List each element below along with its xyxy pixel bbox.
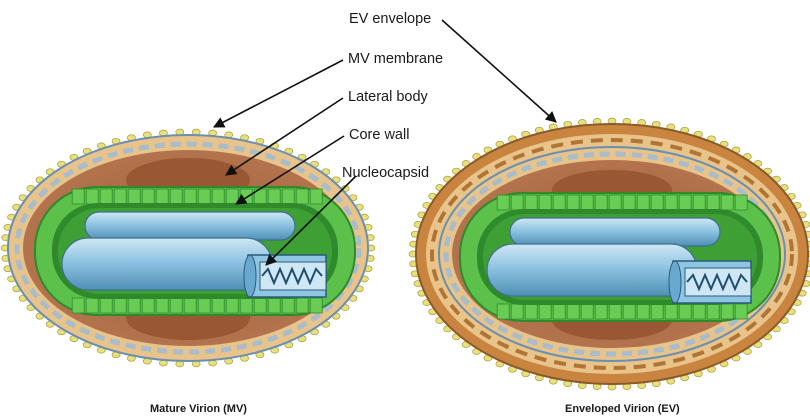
mv-membrane-pointer-line: [214, 60, 343, 127]
enveloped-virion: [409, 118, 810, 390]
caption-mature-virion: Mature Virion (MV): [150, 403, 247, 415]
label-ev-envelope: EV envelope: [349, 11, 431, 27]
mv-nucleocapsid: [62, 212, 326, 297]
ev-envelope-pointer-line: [442, 20, 556, 122]
mature-virion: [1, 129, 375, 367]
label-core-wall: Core wall: [349, 127, 409, 143]
label-nucleocapsid: Nucleocapsid: [342, 165, 429, 181]
caption-enveloped-virion: Enveloped Virion (EV): [565, 403, 680, 415]
label-lateral-body: Lateral body: [348, 89, 429, 105]
ev-nucleocapsid: [487, 218, 751, 303]
label-mv-membrane: MV membrane: [348, 51, 443, 67]
